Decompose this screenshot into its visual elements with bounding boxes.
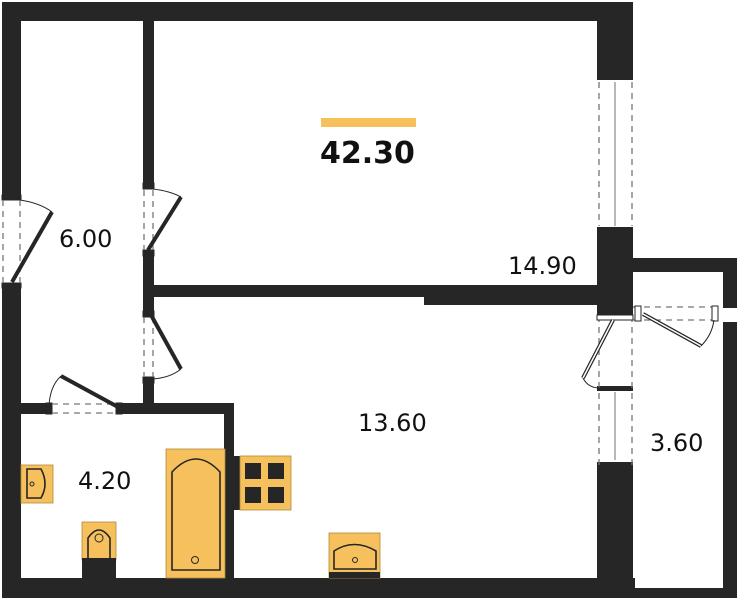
room-area-bedroom: 14.90: [508, 252, 577, 280]
stove-icon: [234, 455, 292, 511]
door-bedroom: [142, 182, 183, 257]
total-area-accent-bar: [321, 118, 416, 127]
room-area-hallway: 6.00: [59, 225, 113, 253]
kitchen-sink-icon: [328, 532, 381, 579]
window-bedroom: [597, 76, 633, 231]
sink-icon: [20, 464, 54, 504]
room-area-bathroom: 4.20: [78, 467, 132, 495]
room-area-kitchen-living: 13.60: [358, 409, 427, 437]
door-entrance: [1, 194, 54, 289]
door-bathroom: [45, 374, 123, 415]
door-balcony: [581, 305, 720, 389]
room-area-balcony: 3.60: [650, 429, 704, 457]
toilet-icon: [81, 521, 117, 580]
total-area: 42.30: [320, 136, 415, 171]
door-living: [142, 310, 183, 384]
bathtub-icon: [165, 448, 226, 579]
window-living: [597, 316, 633, 467]
